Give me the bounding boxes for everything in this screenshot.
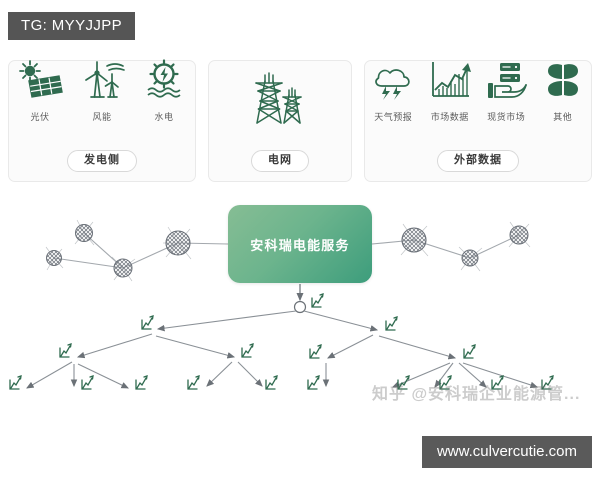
icon-cell-wind[interactable]: 风能 xyxy=(74,57,130,123)
market-chart-icon xyxy=(427,57,473,103)
network-right xyxy=(371,234,520,259)
icon-cell-hydro[interactable]: 水电 xyxy=(136,57,192,123)
icon-caption: 水电 xyxy=(154,112,174,122)
icon-caption: 光伏 xyxy=(30,112,50,122)
line-chart-glyph xyxy=(463,344,476,359)
source-card-row: 光伏 xyxy=(8,59,592,182)
hydro-power-icon xyxy=(139,57,189,103)
weather-cloud-lightning-icon xyxy=(369,57,417,103)
line-chart-glyph xyxy=(309,344,322,359)
external-icon-row: 天气预报 xyxy=(365,62,591,123)
card-power-grid[interactable]: 电网 xyxy=(208,60,352,182)
tree-edges xyxy=(26,310,539,389)
icon-cell-solar[interactable]: 光伏 xyxy=(12,57,68,123)
tree-trunk xyxy=(293,284,307,314)
network-right-spokes xyxy=(400,221,531,272)
icon-cell-market-data[interactable]: 市场数据 xyxy=(422,57,478,123)
spot-market-hand-server-icon xyxy=(482,57,530,103)
line-chart-glyph xyxy=(141,315,154,330)
solar-panel-icon xyxy=(15,57,65,103)
icon-caption: 风能 xyxy=(92,112,112,122)
icon-caption: 现货市场 xyxy=(487,112,526,122)
wind-turbine-icon xyxy=(77,57,127,103)
icon-caption: 市场数据 xyxy=(430,112,469,122)
card-generation-side[interactable]: 光伏 xyxy=(8,59,196,182)
line-chart-glyph xyxy=(307,375,320,390)
icon-caption: 其他 xyxy=(553,112,573,122)
line-chart-glyph xyxy=(241,343,254,358)
icon-caption: 天气预报 xyxy=(374,112,413,122)
site-url-badge: www.culvercutie.com xyxy=(421,436,592,468)
card-external-pill[interactable]: 外部数据 xyxy=(437,150,519,172)
card-generation-pill[interactable]: 发电侧 xyxy=(67,150,137,172)
icon-cell-weather[interactable]: 天气预报 xyxy=(365,57,421,123)
network-left xyxy=(53,232,229,269)
line-chart-glyph xyxy=(187,375,200,390)
center-service-label: 安科瑞电能服务 xyxy=(250,237,350,253)
network-left-nodes xyxy=(46,224,191,278)
network-left-spokes xyxy=(45,219,192,282)
icon-cell-transmission-tower[interactable] xyxy=(252,72,308,124)
line-chart-glyph xyxy=(385,316,398,331)
icon-cell-spot-market[interactable]: 现货市场 xyxy=(478,57,534,123)
line-chart-glyph xyxy=(9,375,22,390)
tree-node-glyphs xyxy=(9,293,554,390)
center-service-node[interactable]: 安科瑞电能服务 xyxy=(228,205,372,283)
line-chart-glyph xyxy=(311,293,324,308)
tg-handle-badge: TG: MYYJJPP xyxy=(8,12,136,40)
transmission-tower-icon xyxy=(247,72,313,124)
icon-cell-other[interactable]: 其他 xyxy=(535,57,591,123)
generation-icon-row: 光伏 xyxy=(9,59,195,123)
zhihu-watermark: 知乎 @安科瑞企业能源管... xyxy=(372,386,581,403)
grid-icon-row xyxy=(209,71,351,124)
card-grid-pill[interactable]: 电网 xyxy=(251,150,309,172)
card-external-data[interactable]: 天气预报 xyxy=(364,60,592,182)
network-right-nodes xyxy=(401,225,529,267)
clover-other-icon xyxy=(540,57,586,103)
line-chart-glyph xyxy=(265,375,278,390)
line-chart-glyph xyxy=(59,343,72,358)
line-chart-glyph xyxy=(81,375,94,390)
line-chart-glyph xyxy=(135,375,148,390)
